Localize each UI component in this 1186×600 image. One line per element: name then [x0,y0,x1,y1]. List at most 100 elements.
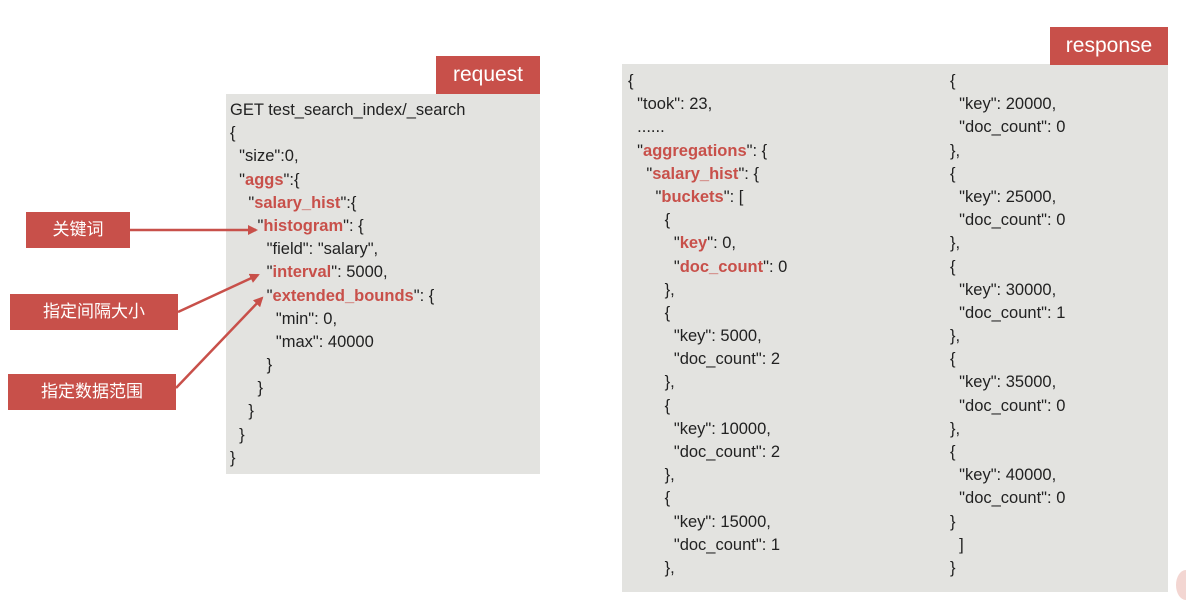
code-line: ] [950,534,1065,557]
code-line: { [628,209,787,232]
callout-interval: 指定间隔大小 [10,294,178,330]
code-text: } [230,425,245,444]
code-text: "took": 23, [628,95,713,114]
code-text: " [628,187,662,206]
code-line: "doc_count": 2 [628,348,787,371]
code-text: { [628,72,634,90]
code-text: " [628,164,653,183]
response-code-block-right: { "key": 20000, "doc_count": 0},{ "key":… [950,70,1065,580]
code-line: GET test_search_index/_search [230,99,465,122]
code-line: { [950,441,1065,464]
code-text: ": { [738,164,759,183]
code-text: { [628,303,671,322]
code-text: "key": 5000, [628,327,762,346]
code-text: ": 0, [707,234,737,253]
code-keyword: extended_bounds [272,286,414,305]
code-line: { [628,395,787,418]
code-keyword: doc_count [679,257,764,276]
response-code-block-left: { "took": 23, ...... "aggregations": { "… [628,70,787,580]
code-line: }, [628,464,787,487]
code-keyword: salary_hist [254,193,341,212]
code-text: }, [628,280,675,299]
code-line: "size":0, [230,145,465,168]
code-text: "doc_count": 0 [950,489,1066,508]
code-text: } [230,356,273,375]
code-text: } [950,512,956,531]
code-line: "max": 40000 [230,331,465,354]
code-line: "field": "salary", [230,238,465,261]
response-tag: response [1050,27,1168,65]
code-text: "doc_count": 2 [628,350,781,369]
code-text: "doc_count": 1 [950,303,1066,322]
code-text: ": 5000, [331,263,388,282]
code-keyword: salary_hist [652,164,739,183]
code-line: "key": 25000, [950,186,1065,209]
code-text: } [230,402,254,421]
code-text: GET test_search_index/_search [230,101,466,119]
code-line: "doc_count": 0 [628,256,788,279]
code-line: "extended_bounds": { [230,285,465,308]
code-text: "key": 10000, [628,419,771,438]
code-text: ": 0 [763,257,788,276]
code-text: { [628,211,671,230]
code-text: " [230,170,246,189]
code-line: "salary_hist": { [628,163,787,186]
code-text: " [230,263,273,282]
code-text: ": [ [723,187,744,206]
code-text: "doc_count": 2 [628,443,781,461]
code-text: "key": 15000, [628,512,771,531]
code-line: "key": 0, [628,232,787,255]
code-line: "aggregations": { [628,140,787,163]
request-code-block: GET test_search_index/_search{ "size":0,… [230,99,465,470]
code-text: }, [950,234,961,253]
code-line: "key": 30000, [950,279,1065,302]
code-line: { [950,348,1065,371]
code-text: " [628,257,680,276]
code-text: "size":0, [230,147,299,166]
corner-decoration [1176,570,1186,600]
code-line: }, [950,140,1065,163]
code-text: "max": 40000 [230,332,374,351]
code-text: ": { [413,286,435,305]
code-line: "key": 10000, [628,418,787,441]
code-text: ...... [628,118,665,137]
code-line: { [628,487,787,510]
code-keyword: key [679,234,708,253]
code-line: "histogram": { [230,215,465,238]
code-line: "doc_count": 0 [950,395,1065,418]
code-line: { [950,70,1065,93]
code-line: "doc_count": 1 [950,302,1065,325]
code-line: { [628,302,787,325]
code-text: }, [950,327,961,346]
code-line: "buckets": [ [628,186,787,209]
code-line: }, [628,371,787,394]
code-line: "doc_count": 1 [628,534,787,557]
code-text: } [950,558,956,577]
code-text: { [950,350,956,369]
code-line: "salary_hist":{ [230,192,465,215]
code-keyword: aggregations [643,141,747,160]
code-text: }, [628,373,675,392]
code-line: "doc_count": 0 [950,209,1065,232]
code-line: }, [950,325,1065,348]
code-text: { [628,489,671,508]
code-line: } [230,424,465,447]
code-text: }, [950,419,961,438]
code-text: " [230,216,264,235]
code-line: } [230,354,465,377]
response-panel [622,64,1168,592]
code-line: { [950,256,1065,279]
code-line: "took": 23, [628,93,787,116]
code-text: ": { [746,141,768,160]
code-text: "field": "salary", [230,240,379,259]
code-text: "doc_count": 0 [950,211,1066,230]
code-text: ":{ [283,170,300,189]
code-line: } [230,377,465,400]
code-text: ": { [343,216,364,235]
code-keyword: interval [272,263,332,282]
code-text: { [628,396,671,415]
code-text: }, [950,141,961,160]
code-text: "doc_count": 0 [950,396,1066,415]
code-line: "aggs":{ [230,169,465,192]
code-text: }, [628,558,675,577]
